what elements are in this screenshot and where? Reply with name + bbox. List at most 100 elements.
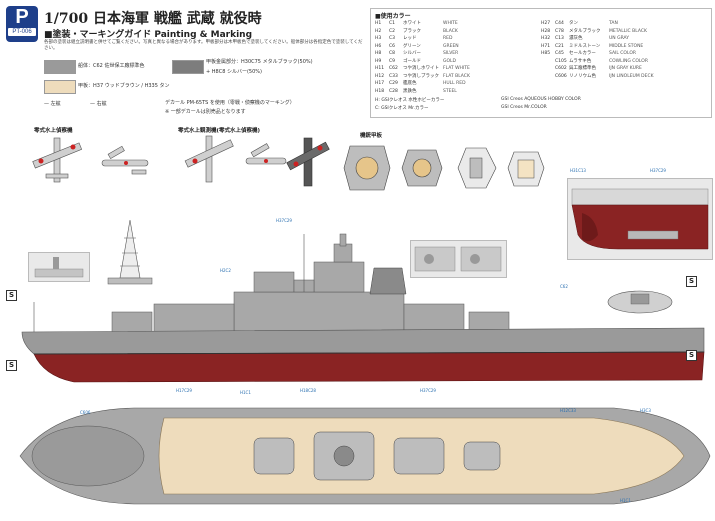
marker-s-1: S (6, 290, 17, 301)
deck-color-label: 甲板：H37 ウッドブラウン / H335 タン (78, 83, 170, 89)
color-jp: 濃灰色 (569, 36, 583, 41)
color-jp: リノリウム色 (569, 73, 596, 79)
color-c1: H9 (375, 58, 382, 64)
color-chart-footnote-c: GSI Creos AQUEOUS HOBBY COLOR (501, 97, 581, 102)
color-en: HULL RED (443, 81, 466, 86)
color-jp: ブラック (403, 28, 421, 34)
color-jp: ホワイト (403, 21, 421, 26)
color-en: COWLING COLOR (609, 58, 648, 64)
hull-detail-callout-b: H37C29 (650, 168, 666, 173)
callout-stern-b: H12C33 (560, 408, 576, 413)
callout-linoleum: C606 (80, 410, 91, 415)
color-chart-footnote-b: C: GSIクレオス Mr.カラー (375, 106, 429, 111)
color-en: TAN (609, 21, 618, 26)
color-c2: C28 (389, 88, 398, 94)
color-en: WHITE (443, 21, 458, 26)
color-jp: メタルブラック (569, 28, 601, 34)
logo-code: PT-006 (8, 28, 36, 36)
mast-detail-inset (28, 252, 90, 282)
ship-side-profile (21, 233, 705, 383)
color-chart-title: ■使用カラー (375, 13, 411, 20)
color-c2: C29 (389, 81, 398, 86)
decal-note-2: ※ 一部デカールは別売品となります (165, 109, 246, 115)
marker-s-4: S (686, 350, 697, 361)
color-jp: グリーン (403, 43, 421, 49)
color-jp: ムラサキ色 (569, 58, 592, 64)
color-c2: C8 (389, 51, 396, 56)
color-chart-footnote-a: H: GSIクレオス 水性ホビーカラー (375, 98, 445, 103)
metal-color-swatch (172, 60, 204, 74)
callout-white: H1C1 (620, 498, 631, 503)
decal-note: デカール PM-65TS を使用（零戦・偵察機のマーキング） (165, 100, 295, 106)
color-c2: C1 (389, 21, 396, 26)
funnel-top (333, 445, 355, 467)
color-c2: C6 (389, 43, 396, 49)
color-c1: H2 (375, 28, 382, 34)
color-en: GOLD (443, 58, 457, 64)
color-jp: シルバー (403, 51, 421, 56)
color-en: FLAT BLACK (443, 73, 470, 79)
color-c1: H18 (375, 88, 385, 94)
color-jp: つや消しブラック (403, 73, 439, 79)
color-c2: C33 (389, 73, 398, 79)
color-c1: H6 (375, 43, 382, 49)
hull-upper (21, 327, 705, 355)
color-c1: H8 (375, 51, 382, 56)
callout-black: H2C2 (220, 268, 231, 273)
color-en: SILVER (443, 51, 459, 56)
callout-bottom-b: H1C1 (240, 390, 251, 395)
observation-plane-top-view (184, 135, 234, 183)
color-chart-left-row: H8 C8 シルバー SILVER (375, 50, 483, 57)
turret-view-4 (507, 151, 545, 187)
color-c1: H85 (541, 51, 551, 56)
color-c1: H71 (541, 43, 551, 49)
mast-detail-drawing (34, 257, 84, 278)
observation-plane-dark-view (286, 137, 330, 187)
observation-plane-side-view (245, 143, 287, 165)
line-legend-right: — 右舷 (90, 101, 107, 107)
funnel (369, 267, 407, 295)
color-en: FLAT WHITE (443, 66, 470, 71)
color-en: MIDDLE STONE (609, 43, 644, 49)
brand-logo: P PT-006 (6, 6, 38, 42)
color-c2: C606 (555, 73, 567, 79)
hull-color-label: 船体：C62 佐世保工廠標準色 (78, 63, 145, 69)
metal-color-label: 甲板金属部分：H30C75 メタルブラック(50%) (206, 59, 313, 65)
color-c2: C105 (555, 58, 567, 64)
callout-bottom-a: H17C29 (176, 388, 192, 393)
marker-s-2: S (6, 360, 17, 371)
marker-s-3: S (686, 276, 697, 287)
zero-fighter-top-view (32, 137, 83, 183)
boat-detail-inset (410, 240, 507, 278)
color-en: METALLIC BLACK (609, 28, 647, 34)
hull-detail-callout-a: H31C13 (570, 168, 586, 173)
mast-tower-drawing (107, 219, 153, 285)
color-en: UN GRAY (609, 36, 629, 41)
color-c2: C21 (555, 43, 564, 49)
color-jp: ゴールド (403, 58, 421, 64)
stern-detail (605, 286, 675, 316)
color-en: STEEL (443, 88, 457, 94)
color-c2: C62 (389, 66, 398, 71)
color-c2: C602 (555, 66, 567, 71)
color-c1: H17 (375, 81, 385, 86)
page-subtitle: ■塗装・マーキングガイド Painting & Marking (44, 30, 253, 40)
turret-view-3 (457, 147, 497, 189)
color-en: SAIL COLOR (609, 51, 636, 56)
logo-letter: P (15, 6, 29, 28)
color-c2: C78 (555, 28, 564, 34)
color-en: GREEN (443, 43, 459, 49)
turret-view-2 (401, 149, 443, 187)
color-c1: H1 (375, 21, 382, 26)
color-jp: レッド (403, 36, 417, 41)
color-en: IJN LINOLEUM DECK (609, 73, 654, 79)
